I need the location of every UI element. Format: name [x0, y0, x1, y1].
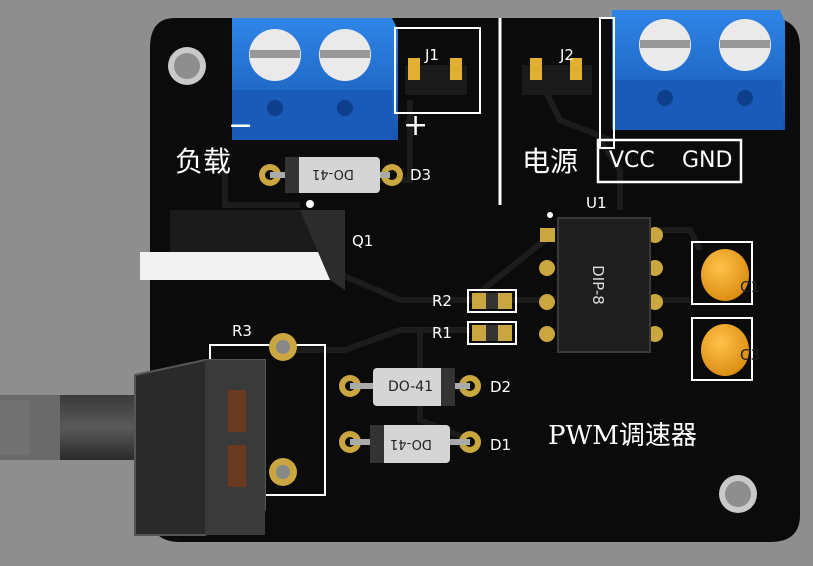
mounting-hole-icon [719, 475, 757, 513]
label-c3: C3 [740, 346, 761, 364]
diode-d1 [339, 425, 481, 463]
terminal-block-load [232, 18, 398, 140]
jumper-j1 [394, 27, 481, 114]
d3-package-text: DO-41 [312, 166, 354, 181]
ic-package-text: DIP-8 [588, 265, 607, 305]
terminal-block-power [612, 10, 785, 130]
capacitor-c3 [691, 317, 753, 381]
label-c1: C1 [740, 278, 761, 296]
mounting-hole-icon [168, 47, 206, 85]
label-vcc: VCC [609, 148, 655, 173]
d2-package-text: DO-41 [388, 379, 434, 395]
label-d1: D1 [490, 436, 512, 454]
label-d3: D3 [410, 166, 432, 184]
potentiometer-r3 [0, 333, 326, 536]
label-load: 负载 [175, 145, 232, 178]
label-r2: R2 [432, 292, 452, 310]
label-u1: U1 [586, 194, 607, 212]
label-plus: + [403, 108, 429, 143]
board-title: PWM调速器 [548, 421, 697, 451]
resistor-r1 [467, 321, 517, 345]
pcb-board [150, 18, 800, 542]
jumper-j2 [522, 58, 592, 95]
d1-package-text: DO-41 [390, 436, 432, 451]
label-d2: D2 [490, 378, 512, 396]
label-r1: R1 [432, 324, 452, 342]
label-minus: − [228, 108, 254, 143]
label-j1: J1 [425, 46, 439, 64]
label-power: 电源 [522, 145, 579, 178]
label-j2: J2 [560, 46, 574, 64]
capacitor-c1 [691, 241, 753, 305]
transistor-q1 [140, 200, 345, 290]
diode-d3 [259, 157, 403, 193]
silk-power-box [596, 138, 743, 184]
label-gnd: GND [682, 148, 733, 173]
ic-u1 [539, 212, 663, 353]
diode-d2 [339, 368, 481, 406]
resistor-r2 [467, 289, 517, 313]
label-q1: Q1 [352, 232, 374, 250]
label-r3: R3 [232, 322, 252, 340]
